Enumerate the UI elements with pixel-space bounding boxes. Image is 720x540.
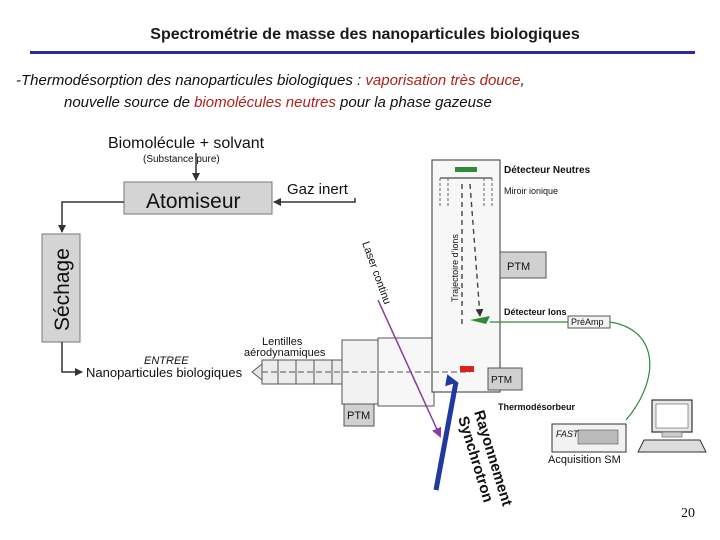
detecteur-neutres-label: Détecteur Neutres (504, 165, 591, 176)
synchrotron-beam (433, 374, 459, 491)
atomiseur-to-sechage-line (58, 201, 124, 233)
neutral-detector (455, 167, 477, 172)
intro-text: -Thermodésorption des nanoparticules bio… (16, 70, 716, 114)
nanoparticules-label: Nanoparticules biologiques (86, 365, 243, 380)
ion-detector (470, 316, 490, 324)
sechage-to-inlet-line (61, 342, 83, 376)
trajectoire-label: Trajectoire d'ions (450, 234, 460, 302)
detecteur-ions-label: Détecteur Ions (504, 307, 567, 317)
thermodesorber-sample (460, 366, 474, 372)
ptm-bottom-label: PTM (347, 410, 370, 422)
miroir-label: Miroir ionique (504, 186, 558, 196)
laser-beam (377, 299, 442, 438)
ion-mirror (439, 177, 493, 208)
acquisition-computer (551, 399, 707, 453)
ptm-bottom-box (343, 403, 375, 427)
ptm-top-label: PTM (507, 261, 530, 273)
title-underline (30, 51, 695, 54)
inlet-nozzle (251, 362, 263, 382)
ptm-top-box (499, 251, 547, 279)
intro-line-2: nouvelle source de biomolécules neutres … (16, 92, 716, 114)
atomiseur-box (123, 181, 273, 215)
substance-label: (Substance pure) (143, 154, 220, 165)
intro-highlight-1: vaporisation très douce (365, 72, 521, 89)
preamp-to-acquisition-cable (609, 321, 651, 421)
intro-highlight-2: biomolécules neutres (194, 94, 336, 111)
biomolecule-label: Biomolécule + solvant (108, 135, 265, 152)
intro-part-1: Thermodésorption des nanoparticules biol… (21, 72, 366, 89)
sechage-label: Séchage (51, 248, 74, 331)
intro-part-4: pour la phase gazeuse (335, 94, 492, 111)
ptm-mid-label: PTM (491, 375, 512, 386)
intro-dash: - (16, 72, 21, 89)
atomiseur-label: Atomiseur (146, 190, 241, 213)
ptm-mid-box (487, 367, 523, 391)
aerodynamiques-label: aérodynamiques (244, 347, 326, 359)
fast-label: FAST (556, 429, 580, 439)
tof-tube (431, 159, 501, 393)
thermodesorbeur-label: Thermodésorbeur (498, 402, 576, 412)
lentilles-label: Lentilles (262, 336, 303, 348)
intro-part-2: , (520, 72, 525, 89)
slide-number: 20 (681, 506, 695, 521)
intro-part-3: nouvelle source de (64, 94, 195, 111)
entree-label: ENTREE (144, 355, 189, 367)
slide-title: Spectrométrie de masse des nanoparticule… (150, 26, 580, 43)
gaz-inert-arrow (273, 198, 356, 206)
laser-label: Laser continu (359, 240, 393, 306)
ion-path-down (469, 183, 484, 317)
intro-line-1: -Thermodésorption des nanoparticules bio… (16, 70, 716, 92)
sechage-box (41, 233, 81, 343)
gaz-inert-label: Gaz inert (287, 181, 349, 198)
acquisition-label: Acquisition SM (548, 454, 621, 466)
preamp-label: PréAmp (571, 317, 604, 327)
